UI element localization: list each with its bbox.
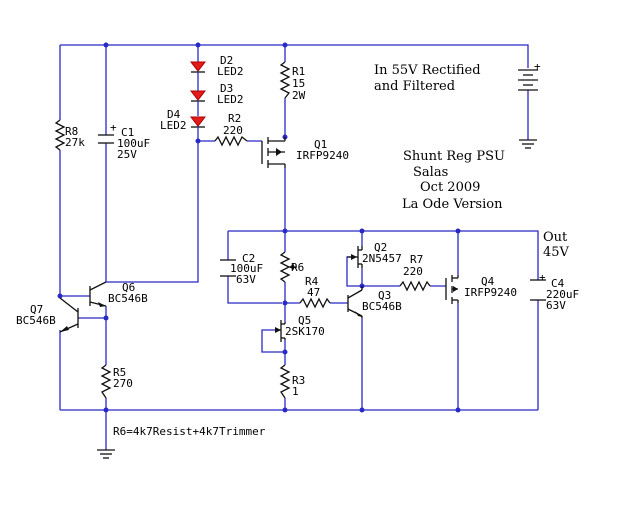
jfet-q5 [275, 320, 286, 342]
label-r7-ref: R7 [410, 253, 423, 266]
note-out-voltage: 45V [543, 245, 570, 260]
note-out: Out [543, 230, 568, 245]
label-r7-value: 220 [403, 265, 423, 278]
note-title2: Salas [413, 165, 448, 180]
label-q7-ref: Q7 [30, 303, 43, 316]
label-q1-part: IRFP9240 [296, 149, 349, 162]
label-r2-ref: R2 [228, 112, 241, 125]
label-q2-part: 2N5457 [362, 252, 402, 265]
label-d3-type: LED2 [217, 93, 244, 106]
label-r4-value: 47 [307, 286, 320, 299]
resistor-r8 [54, 119, 66, 151]
label-q3-part: BC546B [362, 300, 402, 313]
label-c1-ref: C1 [121, 126, 134, 139]
label-c4-ref: C4 [551, 277, 565, 290]
label-c1-plus: + [110, 121, 117, 134]
label-r2-value: 220 [223, 124, 243, 137]
label-r1-ref: R1 [292, 65, 305, 78]
label-q7-part: BC546B [16, 314, 56, 327]
label-d2-type: LED2 [217, 65, 244, 78]
label-r1-value: 15 [292, 77, 305, 90]
led-d4 [189, 116, 207, 130]
label-q6-part: BC546B [108, 292, 148, 305]
resistor-r5 [100, 364, 112, 399]
jfet-q2 [347, 246, 363, 268]
mosfet-q1 [261, 137, 286, 168]
note-r6-composition: R6=4k7Resist+4k7Trimmer [113, 425, 266, 438]
label-c4-plus: + [539, 271, 546, 284]
label-d3-ref: D3 [220, 82, 233, 95]
label-d4-ref: D4 [167, 108, 181, 121]
label-q4-ref: Q4 [481, 275, 495, 288]
capacitor-c1 [98, 134, 114, 144]
label-q1-ref: Q1 [314, 138, 327, 151]
resistor-r1 [279, 61, 291, 99]
label-c4-value: 220uF [546, 288, 579, 301]
label-c4-voltage: 63V [546, 299, 566, 312]
label-r5-value: 270 [113, 377, 133, 390]
labels: + R8 27k + C1 100uF 25V D2 LED2 D3 LED2 … [16, 54, 579, 438]
capacitor-c4 [530, 279, 546, 301]
note-input-line2: and Filtered [374, 79, 455, 94]
mosfet-q4 [445, 275, 459, 304]
label-r8-value: 27k [65, 136, 85, 149]
label-q5-ref: Q5 [298, 314, 311, 327]
resistor-r4 [299, 297, 331, 309]
label-d4-type: LED2 [160, 119, 187, 132]
bjt-q7 [59, 297, 79, 333]
label-r5-ref: R5 [113, 366, 126, 379]
label-c2-value: 100uF [230, 262, 263, 275]
resistor-r7 [399, 280, 431, 292]
label-q5-part: 2SK170 [285, 325, 325, 338]
label-q2-ref: Q2 [374, 241, 387, 254]
note-title1: Shunt Reg PSU [403, 149, 505, 164]
label-r3-value: 1 [292, 385, 299, 398]
junction-dots [57, 42, 461, 413]
label-q6-ref: Q6 [122, 281, 135, 294]
ground-symbol-battery [519, 139, 537, 149]
label-q4-part: IRFP9240 [464, 286, 517, 299]
note-title3: Oct 2009 [420, 180, 480, 195]
label-r6-ref: R6 [291, 261, 304, 274]
label-c2-ref: C2 [242, 252, 255, 265]
resistor-r6 [279, 251, 297, 283]
label-c2-voltage: 63V [236, 273, 256, 286]
battery-plus: + [534, 60, 541, 73]
label-c1-voltage: 25V [117, 148, 137, 161]
note-input-line1: In 55V Rectified [374, 63, 481, 78]
bjt-q3 [347, 286, 363, 318]
label-r1-power: 2W [292, 89, 306, 102]
bjt-q6 [89, 281, 107, 307]
label-q3-ref: Q3 [378, 289, 391, 302]
resistor-r3 [279, 364, 291, 399]
note-title4: La Ode Version [402, 197, 503, 212]
led-d3 [189, 86, 207, 116]
capacitor-c2 [220, 259, 236, 277]
label-c1-value: 100uF [117, 137, 150, 150]
label-r4-ref: R4 [305, 275, 319, 288]
label-r3-ref: R3 [292, 374, 305, 387]
ground-symbol-main [97, 449, 115, 459]
label-r8-ref: R8 [65, 125, 78, 138]
label-d2-ref: D2 [220, 54, 233, 67]
battery-source [518, 69, 538, 91]
resistor-r2 [214, 135, 248, 147]
led-d2 [189, 58, 207, 86]
